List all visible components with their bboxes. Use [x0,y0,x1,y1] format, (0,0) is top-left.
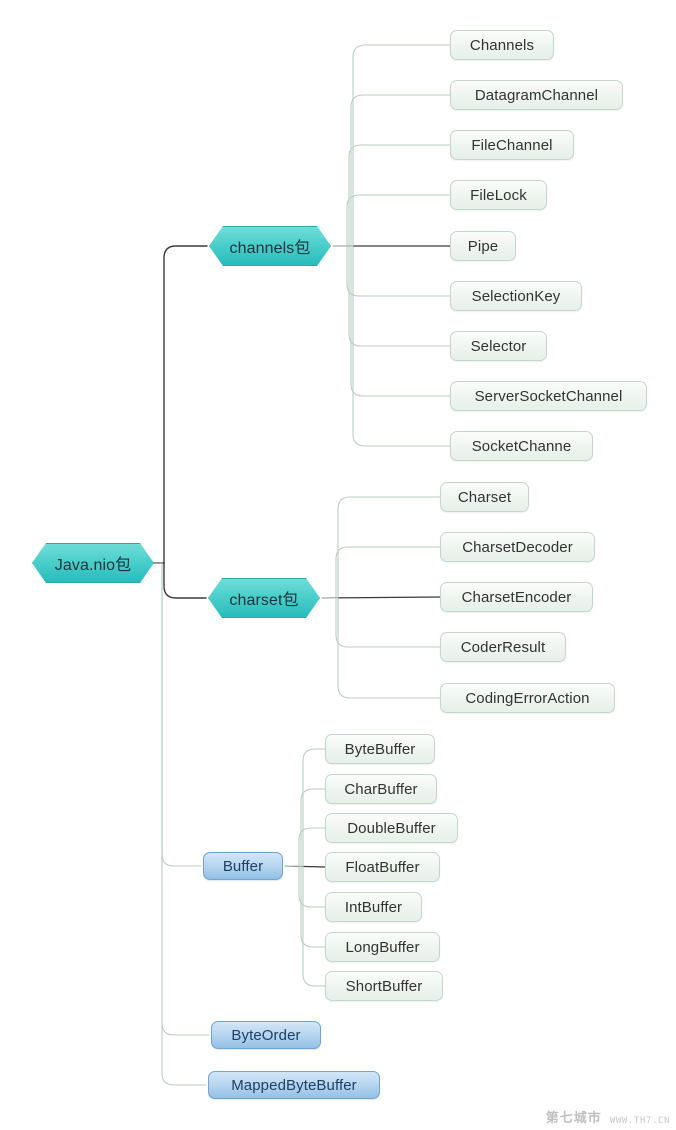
leaf-node-shortbuffer[interactable]: ShortBuffer [325,971,443,1001]
branch-node-buffer[interactable]: Buffer [203,852,283,880]
leaf-node-charset[interactable]: Charset [440,482,529,512]
leaf-node-selector[interactable]: Selector [450,331,547,361]
leaf-node-floatbuffer[interactable]: FloatBuffer [325,852,440,882]
leaf-node-filelock[interactable]: FileLock [450,180,547,210]
leaf-node-charsetdecoder[interactable]: CharsetDecoder [440,532,595,562]
leaf-node-serversocketchannel[interactable]: ServerSocketChannel [450,381,647,411]
leaf-node-coderresult[interactable]: CoderResult [440,632,566,662]
leaf-node-charsetencoder[interactable]: CharsetEncoder [440,582,593,612]
watermark: 第七城市 WWW.TH7.CN [546,1107,670,1126]
leaf-node-codingerroraction[interactable]: CodingErrorAction [440,683,615,713]
branch-node-channels[interactable]: channels包 [209,226,331,266]
leaf-node-bytebuffer[interactable]: ByteBuffer [325,734,435,764]
leaf-node-selectionkey[interactable]: SelectionKey [450,281,582,311]
branch-node-mappedbytebuffer[interactable]: MappedByteBuffer [208,1071,380,1099]
leaf-node-doublebuffer[interactable]: DoubleBuffer [325,813,458,843]
watermark-site-name: 第七城市 [545,1111,602,1126]
leaf-node-intbuffer[interactable]: IntBuffer [325,892,422,922]
root-node-java-nio[interactable]: Java.nio包 [32,543,154,583]
branch-node-byteorder[interactable]: ByteOrder [211,1021,321,1049]
watermark-url: WWW.TH7.CN [609,1116,670,1126]
branch-node-charset[interactable]: charset包 [208,578,320,618]
leaf-node-filechannel[interactable]: FileChannel [450,130,574,160]
leaf-node-pipe[interactable]: Pipe [450,231,516,261]
leaf-node-channels[interactable]: Channels [450,30,554,60]
leaf-node-datagramchannel[interactable]: DatagramChannel [450,80,623,110]
leaf-node-longbuffer[interactable]: LongBuffer [325,932,440,962]
leaf-node-socketchanne[interactable]: SocketChanne [450,431,593,461]
leaf-node-charbuffer[interactable]: CharBuffer [325,774,437,804]
